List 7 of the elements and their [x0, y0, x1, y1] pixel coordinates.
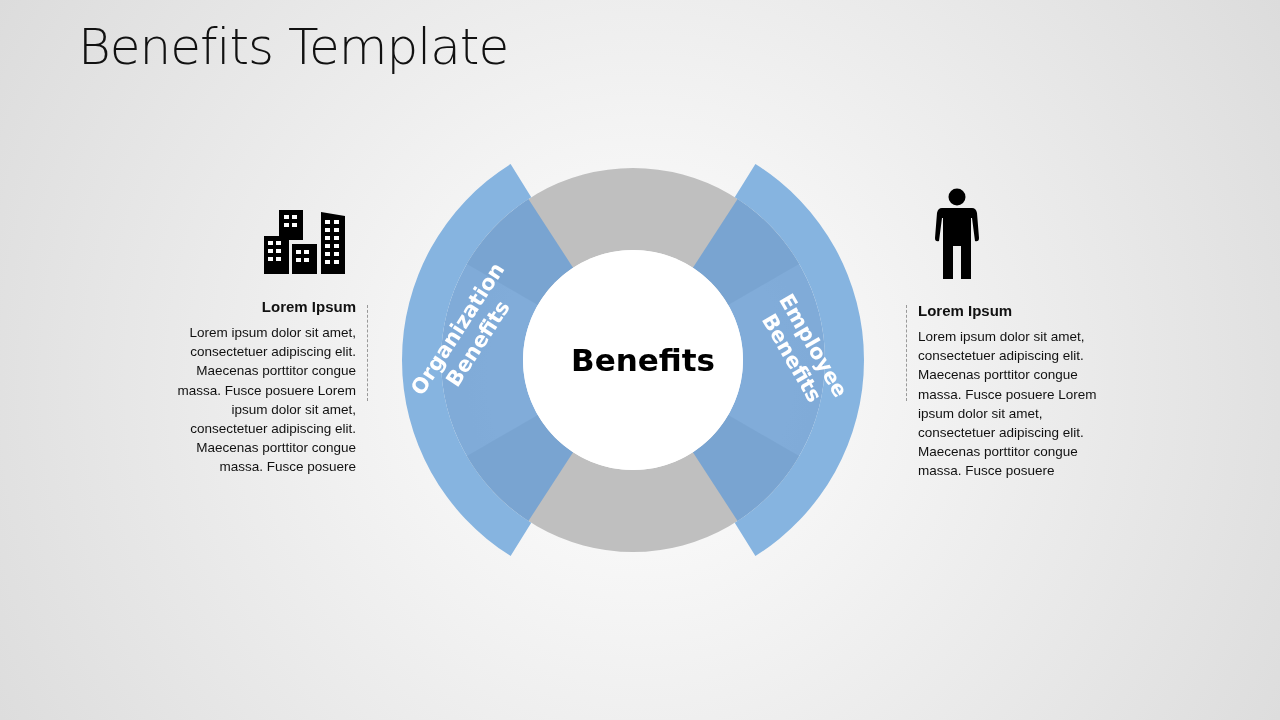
body-text: Lorem ipsum dolor sit amet, consectetuer adipiscing elit. Maecenas porttitor congue massa. Fusce posuere Lorem ipsum dolor sit amet, consectetuer adipiscing elit. Maecenas porttitor congue massa. Fusce posuere	[176, 324, 356, 477]
arc-segment	[402, 164, 574, 556]
column-heading: Lorem Ipsum	[260, 298, 356, 315]
body-text: Lorem ipsum dolor sit amet, consectetuer adipiscing elit. Maecenas porttitor congue massa. Fusce posuere Lorem ipsum dolor sit amet, consectetuer adipiscing elit. Maecenas porttitor congue massa. Fusce posuere	[918, 328, 1098, 481]
segment-label: Benefits	[571, 342, 715, 378]
slide-title: Benefits Template	[78, 18, 509, 76]
column-heading: Lorem Ipsum	[918, 302, 1014, 319]
